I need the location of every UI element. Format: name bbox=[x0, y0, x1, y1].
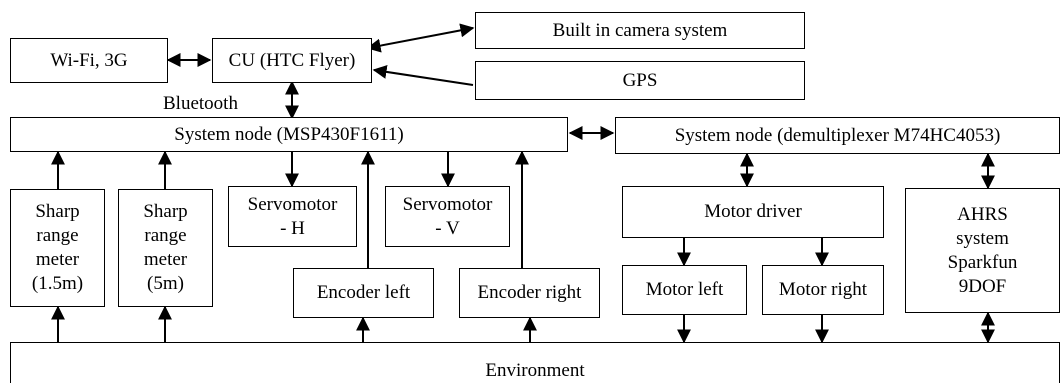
motor-left-box: Motor left bbox=[622, 265, 747, 315]
servomotor-h-box: Servomotor - H bbox=[228, 186, 357, 247]
sharp-range-meter-5m-box: Sharp range meter (5m) bbox=[118, 189, 213, 307]
bluetooth-label: Bluetooth bbox=[163, 93, 238, 114]
gps-box: GPS bbox=[475, 61, 805, 100]
arrow-gps-cu bbox=[372, 64, 474, 86]
wifi-3g-box: Wi-Fi, 3G bbox=[10, 38, 168, 83]
environment-box: Environment bbox=[10, 342, 1060, 383]
system-node-msp430-box: System node (MSP430F1611) bbox=[10, 117, 568, 152]
encoder-right-box: Encoder right bbox=[459, 268, 600, 318]
cu-htc-flyer-box: CU (HTC Flyer) bbox=[212, 38, 372, 83]
motor-driver-box: Motor driver bbox=[622, 186, 884, 238]
servomotor-v-box: Servomotor - V bbox=[385, 186, 510, 247]
arrow-cu-camera bbox=[366, 23, 475, 53]
sharp-range-meter-1-5m-box: Sharp range meter (1.5m) bbox=[10, 189, 105, 307]
ahrs-sparkfun-9dof-box: AHRS system Sparkfun 9DOF bbox=[905, 188, 1060, 313]
motor-right-box: Motor right bbox=[762, 265, 884, 315]
encoder-left-box: Encoder left bbox=[293, 268, 434, 318]
camera-system-box: Built in camera system bbox=[475, 12, 805, 49]
system-node-demux-box: System node (demultiplexer M74HC4053) bbox=[615, 117, 1060, 154]
